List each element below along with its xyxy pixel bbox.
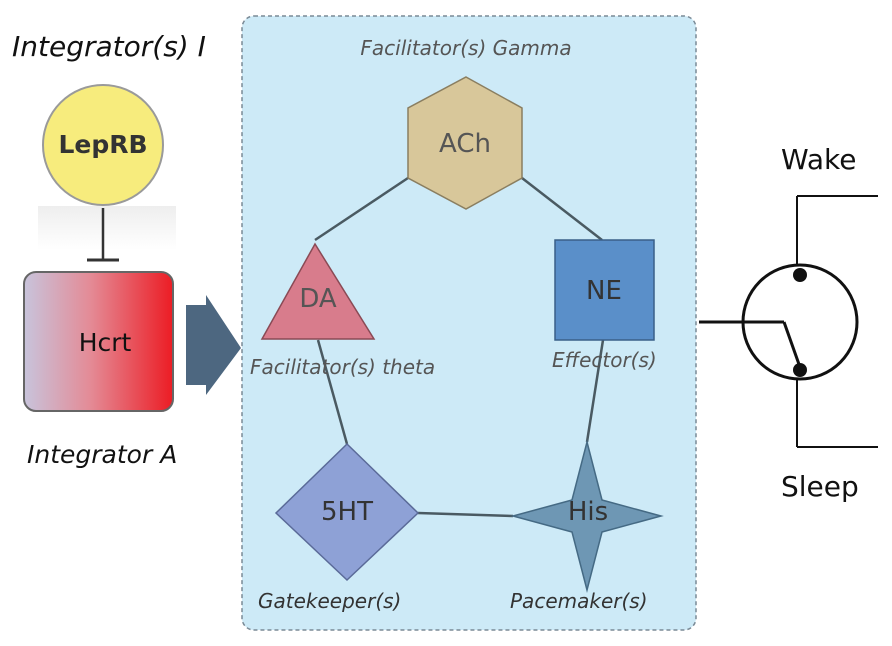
his-label: His	[567, 497, 609, 527]
leprb-node	[42, 84, 164, 206]
5ht-node	[274, 442, 420, 582]
effector-label: Effector(s)	[552, 348, 657, 372]
projection-arrow	[186, 295, 241, 395]
da-label: DA	[299, 284, 337, 314]
5ht-label: 5HT	[321, 497, 373, 527]
wake-label: Wake	[781, 143, 857, 176]
edge-5ht-his	[417, 511, 514, 518]
integrator-i-title: Integrator(s) I	[12, 30, 206, 63]
edge-ach-ne	[521, 177, 603, 241]
leprb-label: LepRB	[58, 130, 148, 159]
edge-ne-his	[585, 339, 605, 443]
hcrt-label: Hcrt	[78, 328, 132, 357]
ach-node	[407, 76, 523, 210]
gatekeeper-label: Gatekeeper(s)	[258, 589, 402, 613]
edge-ach-da	[314, 176, 409, 242]
sleep-label: Sleep	[781, 470, 859, 503]
his-node	[510, 439, 664, 593]
switch-lever	[782, 321, 803, 371]
integrator-a-title: Integrator A	[27, 440, 178, 469]
da-node	[260, 242, 376, 340]
pacemaker-label: Pacemaker(s)	[510, 589, 648, 613]
ne-node	[554, 239, 655, 341]
wake-contact	[793, 268, 807, 282]
ne-label: NE	[586, 276, 622, 306]
hcrt-node	[23, 271, 174, 412]
edge-da-5ht	[316, 339, 349, 445]
gamma-label: Facilitator(s) Gamma	[360, 36, 572, 60]
sleep-contact	[793, 363, 807, 377]
leprb-reflection	[38, 206, 176, 250]
theta-label: Facilitator(s) theta	[250, 355, 436, 379]
ach-label: ACh	[439, 129, 491, 159]
